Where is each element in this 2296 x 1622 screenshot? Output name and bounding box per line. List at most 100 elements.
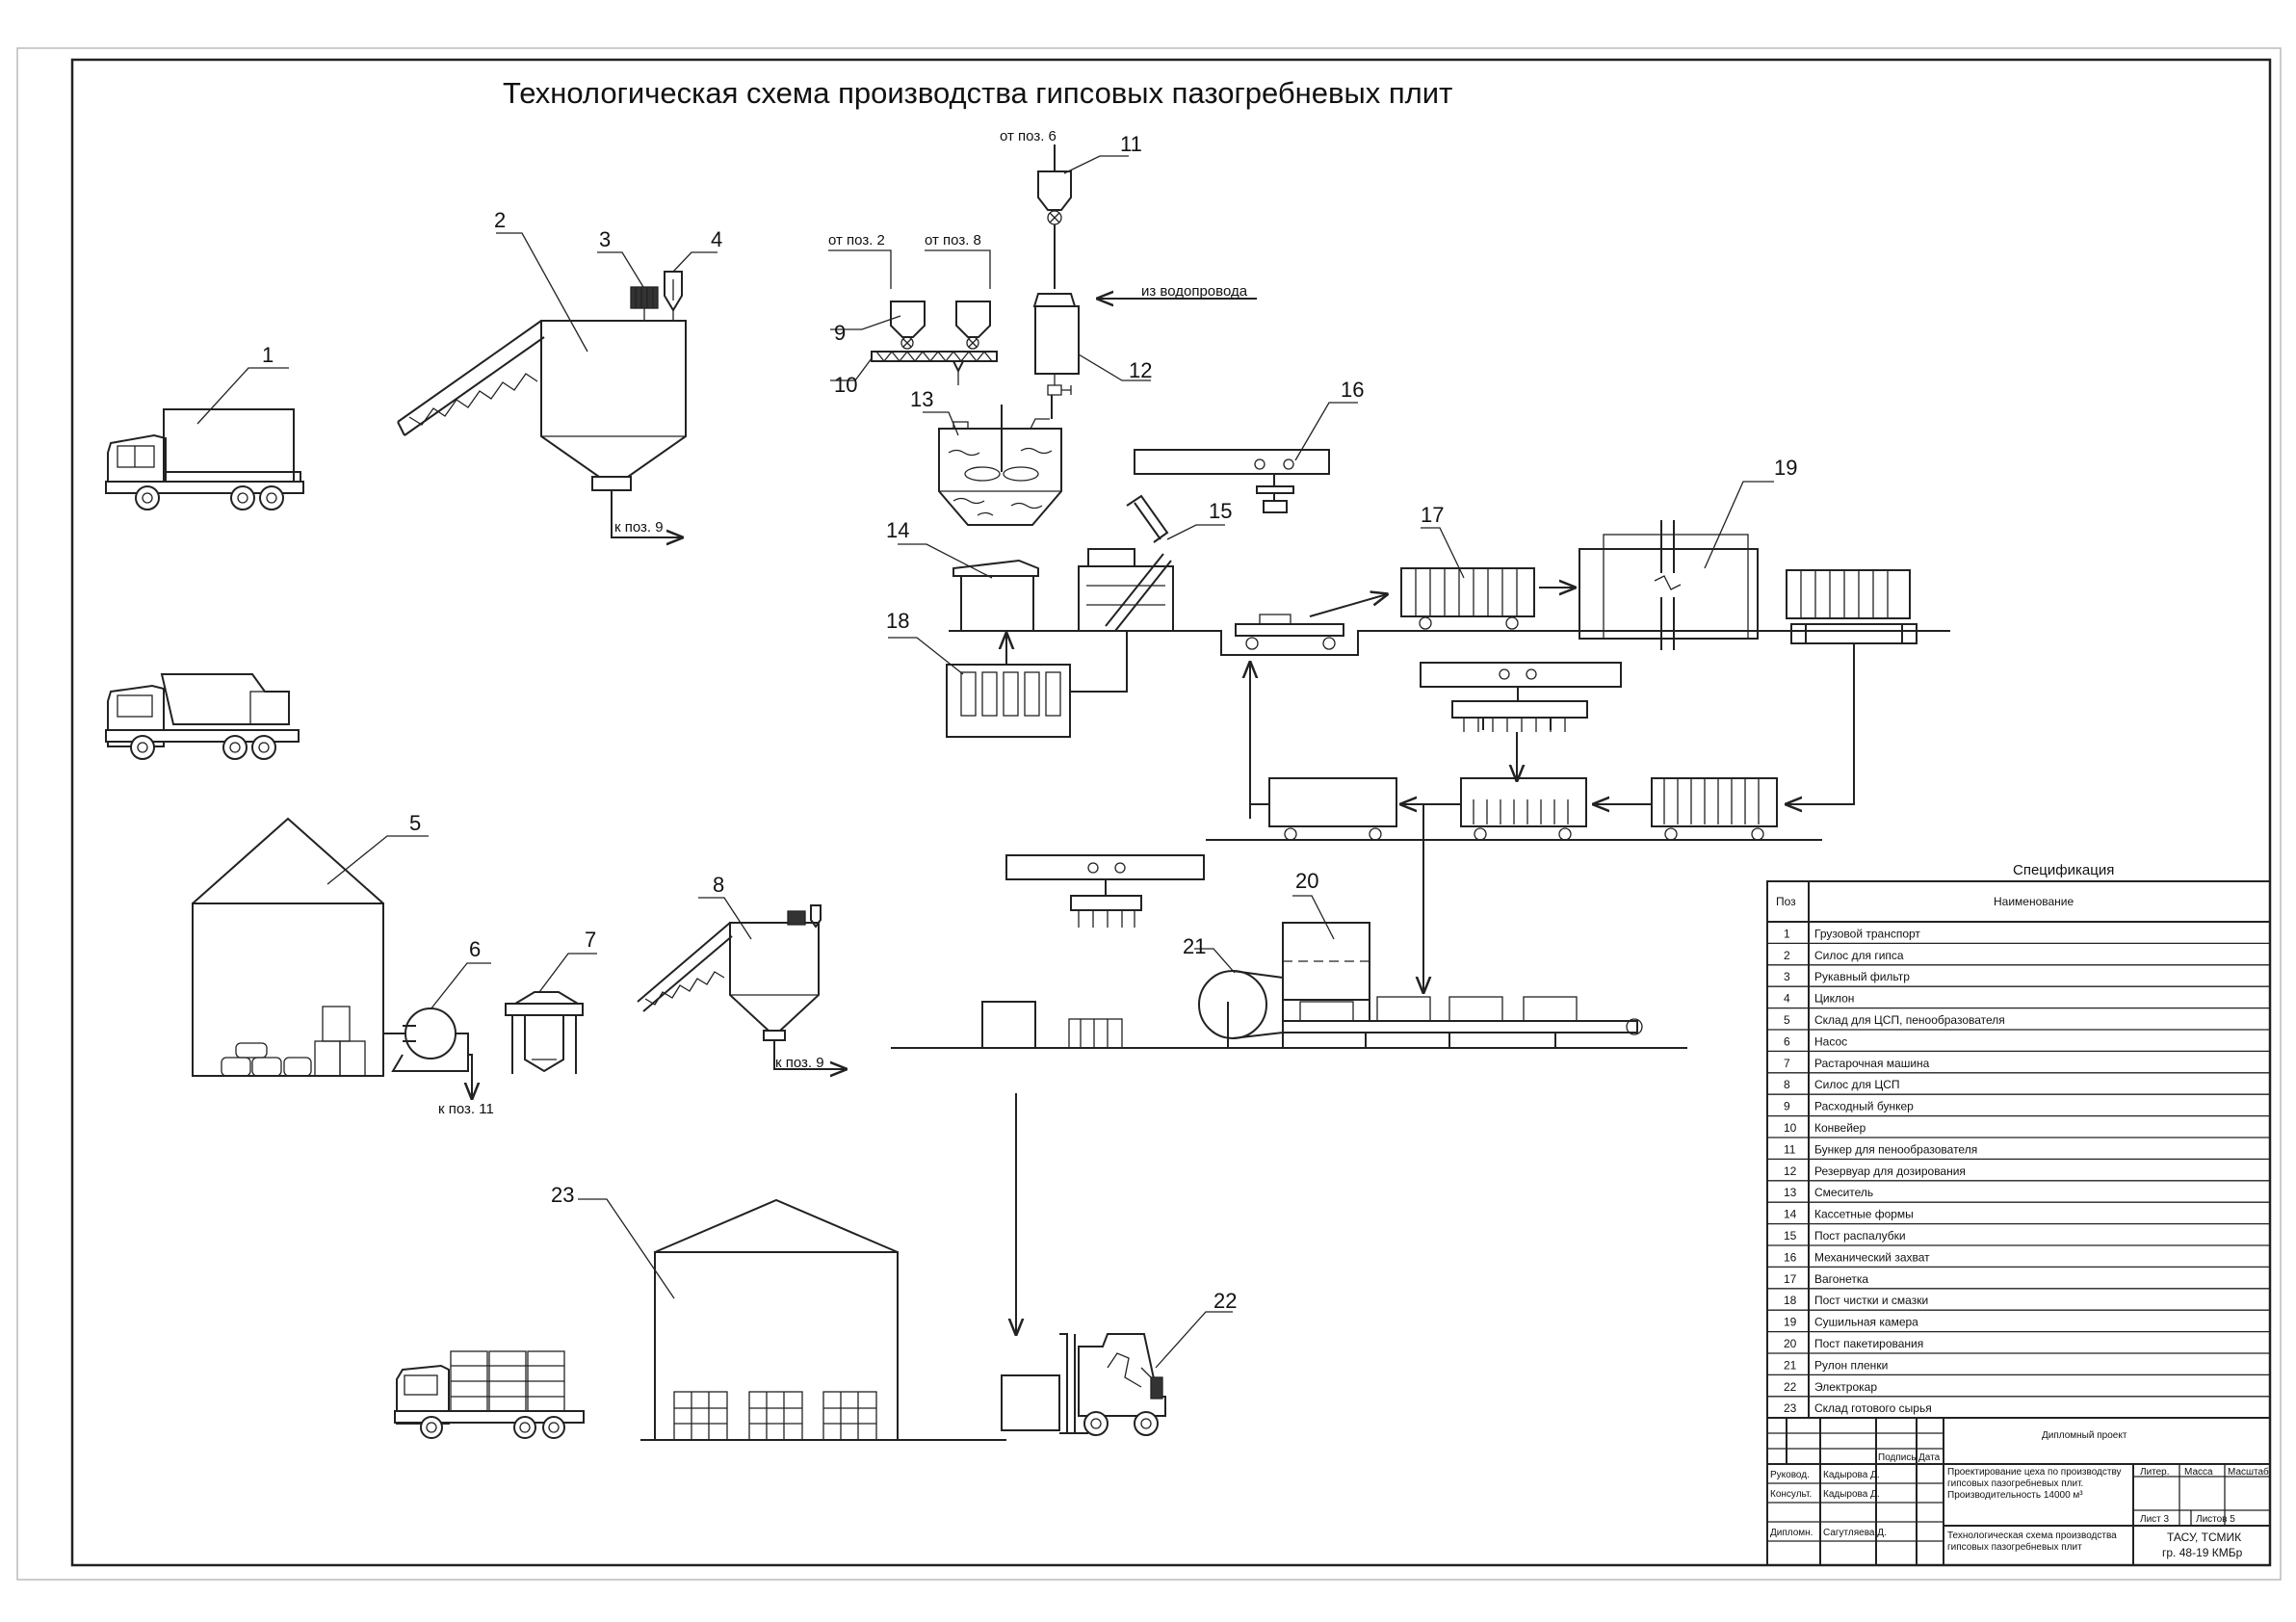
spec-title: Спецификация — [2013, 862, 2114, 878]
tb-sheet-title-1: Технологическая схема производства — [1947, 1530, 2117, 1541]
position-numbers: 1 2 3 4 5 6 7 8 9 10 11 12 13 14 15 16 1… — [262, 132, 1797, 1313]
pos-number-11: 11 — [1120, 132, 1142, 156]
spec-row-name: Сушильная камера — [1814, 1316, 1918, 1329]
inner-frame — [70, 58, 2272, 1567]
tb-role3: Дипломн. — [1770, 1528, 1813, 1538]
spec-row-pos: 19 — [1784, 1316, 1797, 1329]
spec-row-name: Склад готового сырья — [1814, 1401, 1932, 1415]
drying-chamber-19 — [1578, 520, 1759, 650]
spec-row-pos: 4 — [1784, 992, 1790, 1006]
spec-row-pos: 2 — [1784, 949, 1790, 962]
tb-sheet-title-2: гипсовых пазогребневых плит — [1947, 1541, 2082, 1553]
label-from-pos8: от поз. 8 — [925, 232, 981, 249]
csp-silo-8 — [637, 904, 846, 1069]
packaging-post-20 — [1282, 922, 1643, 1048]
tb-role2: Консульт. — [1770, 1489, 1812, 1500]
spec-row-pos: 16 — [1784, 1250, 1797, 1264]
label-to-pos11: к поз. 11 — [438, 1101, 494, 1117]
tb-sheets: Листов 5 — [2196, 1514, 2235, 1525]
dump-truck — [105, 673, 300, 760]
spec-row-pos: 21 — [1784, 1358, 1797, 1372]
spec-row-name: Смеситель — [1814, 1186, 1873, 1199]
transfer-cart — [1235, 594, 1387, 817]
label-from-pos6: от поз. 6 — [1000, 128, 1057, 144]
pos-number-18: 18 — [886, 609, 909, 633]
tb-liter: Литер. — [2140, 1467, 2170, 1478]
spec-row-name: Рукавный фильтр — [1814, 970, 1910, 983]
electric-forklift-22 — [1001, 1333, 1166, 1436]
tb-project: Дипломный проект — [2042, 1430, 2127, 1441]
stripping-post-15 — [1078, 494, 1174, 632]
spec-row-pos: 13 — [1784, 1186, 1797, 1199]
gypsum-silo-2 — [397, 271, 687, 537]
spec-row-name: Циклон — [1814, 992, 1854, 1006]
title-block: Дипломный проект Подпись Дата Руковод. К… — [1766, 1417, 2271, 1566]
spec-row-pos: 17 — [1784, 1272, 1797, 1286]
tb-desc-2: гипсовых пазогребневых плит. — [1947, 1478, 2083, 1489]
spec-row-name: Пост чистки и смазки — [1814, 1294, 1928, 1307]
mechanical-grip-16 — [1134, 449, 1330, 513]
spec-row-name: Вагонетка — [1814, 1272, 1868, 1286]
spec-row-name: Насос — [1814, 1034, 1847, 1048]
tb-mass: Масса — [2184, 1467, 2213, 1478]
spec-row-pos: 3 — [1784, 970, 1790, 983]
mixer-13 — [938, 395, 1062, 526]
spec-row-pos: 20 — [1784, 1337, 1797, 1350]
spec-row-name: Механический захват — [1814, 1250, 1930, 1264]
spec-row-name: Пост пакетирования — [1814, 1337, 1923, 1350]
film-roll-21 — [1198, 970, 1284, 1048]
spec-row-name: Конвейер — [1814, 1121, 1866, 1135]
pos-number-5: 5 — [409, 811, 421, 835]
tb-name3: Сагутляева Д. — [1823, 1528, 1887, 1538]
spec-row-pos: 11 — [1784, 1142, 1796, 1156]
spec-row-pos: 23 — [1784, 1401, 1797, 1415]
tb-org-1: ТАСУ, ТСМИК — [2167, 1530, 2241, 1544]
pos-number-21: 21 — [1183, 934, 1206, 958]
spec-row-name: Пост распалубки — [1814, 1229, 1906, 1243]
warehouse-5 — [192, 817, 384, 1077]
pos-number-19: 19 — [1774, 456, 1797, 480]
spec-row-pos: 7 — [1784, 1057, 1790, 1070]
spec-row-pos: 22 — [1784, 1380, 1797, 1394]
pos-number-6: 6 — [469, 937, 481, 961]
pos-number-7: 7 — [585, 928, 596, 952]
cassette-forms-14 — [952, 559, 1039, 632]
pos-number-12: 12 — [1129, 358, 1152, 382]
pos-number-17: 17 — [1421, 503, 1444, 527]
leader-lines — [196, 155, 1774, 1369]
tb-desc-1: Проектирование цеха по производству — [1947, 1467, 2122, 1478]
spec-col-pos: Поз — [1776, 895, 1796, 908]
pos-number-2: 2 — [494, 208, 506, 232]
pos-number-8: 8 — [713, 873, 724, 897]
spec-row-pos: 9 — [1784, 1100, 1790, 1113]
spec-row-pos: 15 — [1784, 1229, 1797, 1243]
tb-sheet: Лист 3 — [2140, 1514, 2170, 1525]
spec-row-pos: 8 — [1784, 1078, 1790, 1091]
spec-row-name: Расходный бункер — [1814, 1100, 1914, 1113]
pos-number-20: 20 — [1295, 869, 1318, 893]
spec-row-pos: 6 — [1784, 1034, 1790, 1048]
pos-number-16: 16 — [1341, 378, 1364, 402]
spec-row-name: Электрокар — [1814, 1380, 1877, 1394]
packaging-line — [891, 854, 1687, 1049]
spec-row-pos: 18 — [1784, 1294, 1797, 1307]
outer-frame — [16, 47, 2282, 1581]
pos-number-23: 23 — [551, 1183, 574, 1207]
tb-signature: Подпись — [1878, 1452, 1917, 1463]
label-to-pos9-b: к поз. 9 — [775, 1055, 824, 1071]
foam-hopper-11 — [1037, 144, 1072, 289]
tb-name1: Кадырова Д. — [1823, 1470, 1880, 1480]
spec-row-name: Силос для ЦСП — [1814, 1078, 1900, 1091]
pos-number-4: 4 — [711, 227, 722, 251]
label-from-water: из водопровода — [1141, 283, 1248, 300]
tb-scale: Масштаб — [2228, 1466, 2269, 1478]
wagon-exit — [1787, 569, 1918, 804]
spec-row-name: Бункер для пенообразователя — [1814, 1142, 1977, 1156]
spec-row-name: Склад для ЦСП, пенообразователя — [1814, 1013, 2005, 1027]
spec-row-name: Силос для гипса — [1814, 949, 1904, 962]
spec-row-pos: 5 — [1784, 1013, 1790, 1027]
dosing-hoppers-9-10 — [828, 249, 998, 385]
unpacking-machine-7 — [505, 991, 584, 1074]
spec-row-name: Растарочная машина — [1814, 1057, 1930, 1070]
